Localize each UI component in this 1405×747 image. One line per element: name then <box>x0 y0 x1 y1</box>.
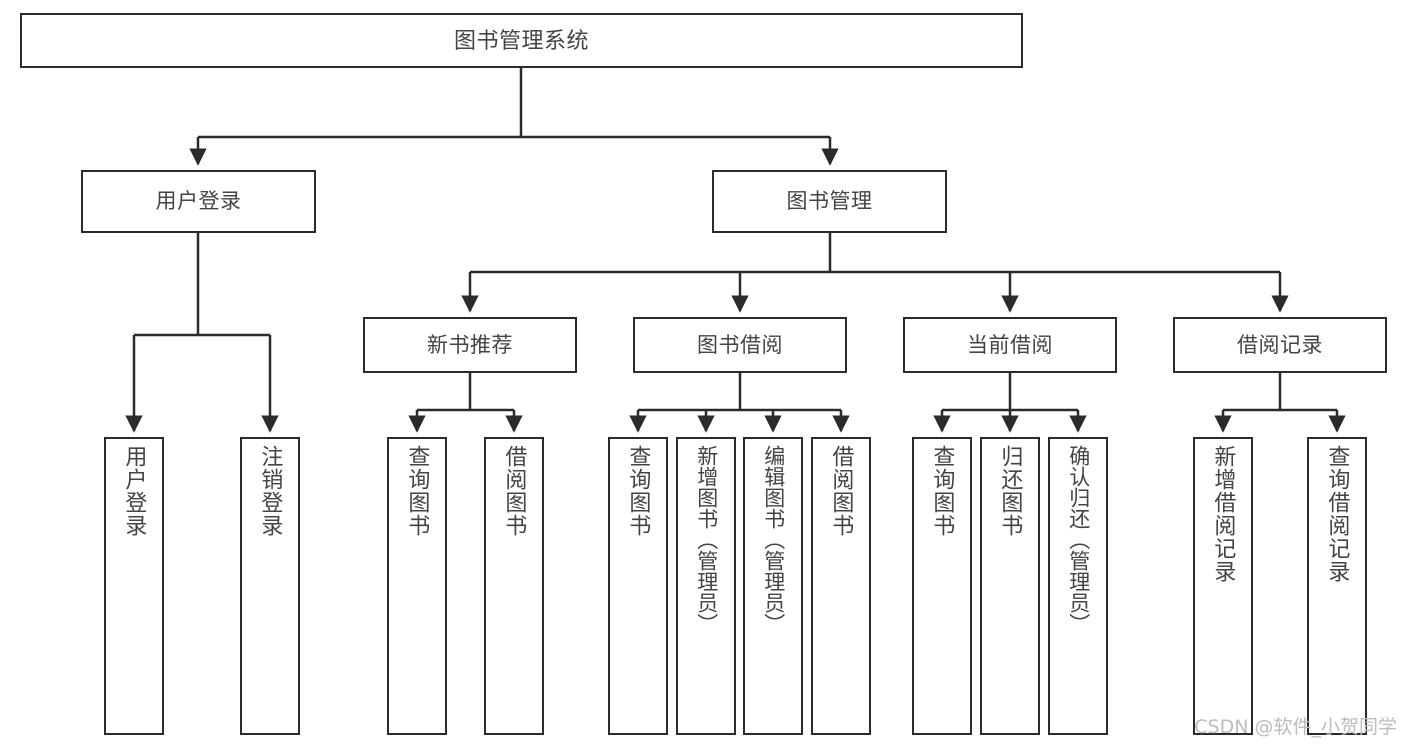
leaf-query-book-borrowing[interactable]: 查询图书 <box>608 437 668 735</box>
node-label: 图书借阅 <box>697 333 783 357</box>
node-label: 注销登录 <box>258 445 284 537</box>
leaf-return-book[interactable]: 归还图书 <box>980 437 1040 735</box>
node-label: 借阅图书 <box>502 445 528 537</box>
node-label: 编辑图书（管理员） <box>761 445 785 634</box>
node-label: 图书管理系统 <box>453 27 589 53</box>
node-label: 图书管理 <box>786 190 873 213</box>
csdn-watermark: CSDN @软件_小贺同学 <box>1194 716 1397 738</box>
node-label: 查询图书 <box>626 445 652 537</box>
node-label: 借阅记录 <box>1237 333 1323 357</box>
node-book-management-system[interactable]: 图书管理系统 <box>20 13 1023 68</box>
leaf-query-book-recommendation[interactable]: 查询图书 <box>387 437 447 735</box>
node-current-borrowing[interactable]: 当前借阅 <box>903 317 1117 373</box>
leaf-edit-book-admin[interactable]: 编辑图书（管理员） <box>743 437 803 735</box>
node-label: 借阅图书 <box>829 445 855 537</box>
node-label: 查询借阅记录 <box>1325 445 1351 583</box>
node-label: 归还图书 <box>998 445 1024 537</box>
node-new-book-recommendation[interactable]: 新书推荐 <box>363 317 577 373</box>
leaf-borrow-book-recommendation[interactable]: 借阅图书 <box>484 437 544 735</box>
leaf-logout-login[interactable]: 注销登录 <box>240 437 300 735</box>
node-label: 用户登录 <box>155 190 242 213</box>
leaf-add-borrowing-record[interactable]: 新增借阅记录 <box>1193 437 1253 735</box>
leaf-borrow-book-borrowing[interactable]: 借阅图书 <box>811 437 871 735</box>
node-book-management[interactable]: 图书管理 <box>712 170 947 233</box>
node-label: 查询图书 <box>930 445 956 537</box>
leaf-user-login[interactable]: 用户登录 <box>104 437 164 735</box>
leaf-query-borrowing-record[interactable]: 查询借阅记录 <box>1307 437 1367 735</box>
node-label: 新增图书（管理员） <box>694 445 718 634</box>
leaf-confirm-return-admin[interactable]: 确认归还（管理员） <box>1048 437 1108 735</box>
leaf-query-book-current[interactable]: 查询图书 <box>912 437 972 735</box>
node-label: 用户登录 <box>122 445 148 537</box>
node-label: 当前借阅 <box>967 333 1053 357</box>
node-book-borrowing[interactable]: 图书借阅 <box>633 317 847 373</box>
node-borrowing-record[interactable]: 借阅记录 <box>1173 317 1387 373</box>
node-label: 新增借阅记录 <box>1211 445 1237 583</box>
leaf-add-book-admin[interactable]: 新增图书（管理员） <box>676 437 736 735</box>
node-user-login[interactable]: 用户登录 <box>81 170 316 233</box>
node-label: 新书推荐 <box>427 333 513 357</box>
node-label: 查询图书 <box>405 445 431 537</box>
node-label: 确认归还（管理员） <box>1066 445 1090 634</box>
